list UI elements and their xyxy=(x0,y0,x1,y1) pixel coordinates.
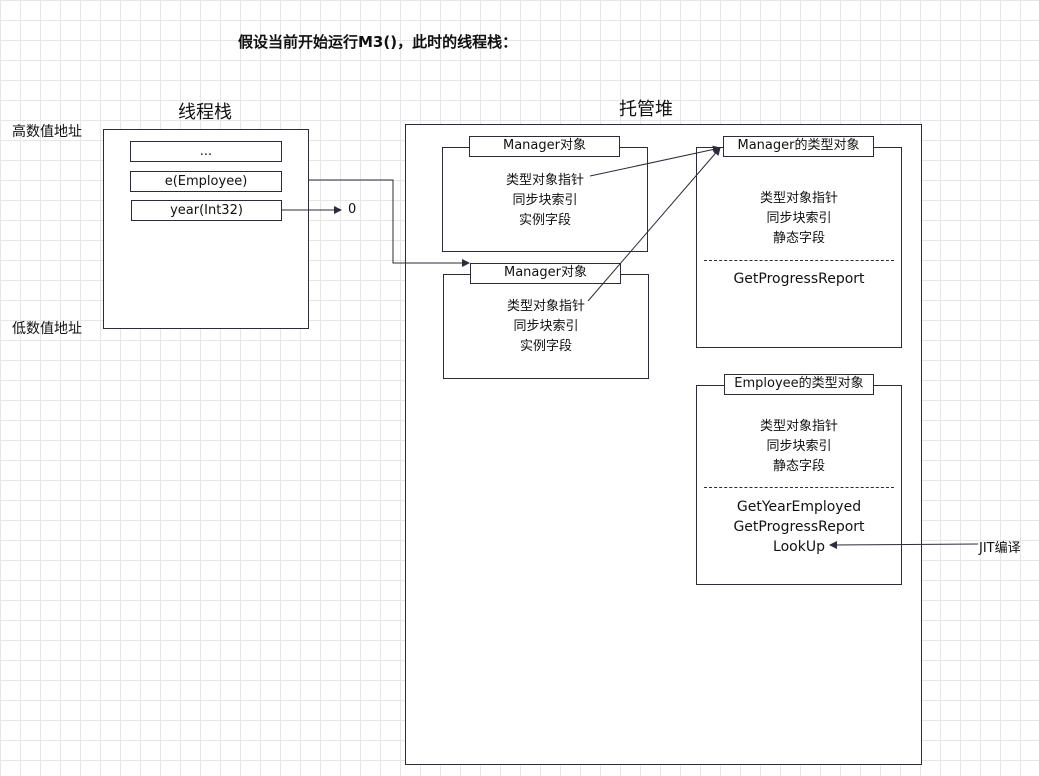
method-lookup: LookUp xyxy=(773,539,825,555)
manager-object-1-fields: 类型对象指针 同步块索引 实例字段 xyxy=(443,171,647,231)
low-address-label: 低数值地址 xyxy=(12,321,82,337)
method-get-year-employed: GetYearEmployed xyxy=(736,499,862,515)
manager-object-1-title: Manager对象 xyxy=(469,136,620,157)
field-sync-block: 同步块索引 xyxy=(766,211,832,226)
manager-type-object-title: Manager的类型对象 xyxy=(723,136,874,157)
employee-type-fields: 类型对象指针 同步块索引 静态字段 xyxy=(697,417,901,477)
field-sync-block: 同步块索引 xyxy=(512,193,578,208)
field-instance: 实例字段 xyxy=(518,213,571,228)
field-sync-block: 同步块索引 xyxy=(766,439,832,454)
employee-type-object: 类型对象指针 同步块索引 静态字段 GetYearEmployed GetPro… xyxy=(696,385,902,585)
field-type-pointer: 类型对象指针 xyxy=(506,299,585,314)
manager-object-1: 类型对象指针 同步块索引 实例字段 xyxy=(442,147,648,252)
method-get-progress-report: GetProgressReport xyxy=(733,271,865,287)
field-type-pointer: 类型对象指针 xyxy=(759,191,838,206)
field-type-pointer: 类型对象指针 xyxy=(505,173,584,188)
manager-object-2-title: Manager对象 xyxy=(470,263,621,284)
manager-object-2-fields: 类型对象指针 同步块索引 实例字段 xyxy=(444,297,648,357)
field-sync-block: 同步块索引 xyxy=(513,319,579,334)
field-instance: 实例字段 xyxy=(519,339,572,354)
employee-type-object-title: Employee的类型对象 xyxy=(724,374,874,395)
manager-type-fields: 类型对象指针 同步块索引 静态字段 xyxy=(697,189,901,249)
manager-type-methods: GetProgressReport xyxy=(697,269,901,289)
employee-type-divider xyxy=(704,487,894,488)
method-get-progress-report: GetProgressReport xyxy=(733,519,865,535)
year-value: 0 xyxy=(348,202,357,217)
high-address-label: 高数值地址 xyxy=(12,124,82,140)
field-static: 静态字段 xyxy=(772,459,825,474)
diagram-title: 假设当前开始运行M3()，此时的线程栈： xyxy=(238,33,518,51)
field-type-pointer: 类型对象指针 xyxy=(759,419,838,434)
manager-object-2: 类型对象指针 同步块索引 实例字段 xyxy=(443,274,649,379)
manager-type-object: 类型对象指针 同步块索引 静态字段 GetProgressReport xyxy=(696,147,902,348)
thread-stack-label: 线程栈 xyxy=(178,102,232,123)
managed-heap-label: 托管堆 xyxy=(619,99,673,120)
stack-slot-employee: e(Employee) xyxy=(130,171,282,192)
stack-slot-ellipsis: ... xyxy=(130,141,282,162)
thread-stack-box xyxy=(103,129,309,329)
stack-slot-year: year(Int32) xyxy=(131,200,282,221)
jit-compile-label: JIT编译 xyxy=(979,541,1021,556)
manager-type-divider xyxy=(704,260,894,261)
field-static: 静态字段 xyxy=(772,231,825,246)
employee-type-methods: GetYearEmployed GetProgressReport LookUp xyxy=(697,497,901,557)
